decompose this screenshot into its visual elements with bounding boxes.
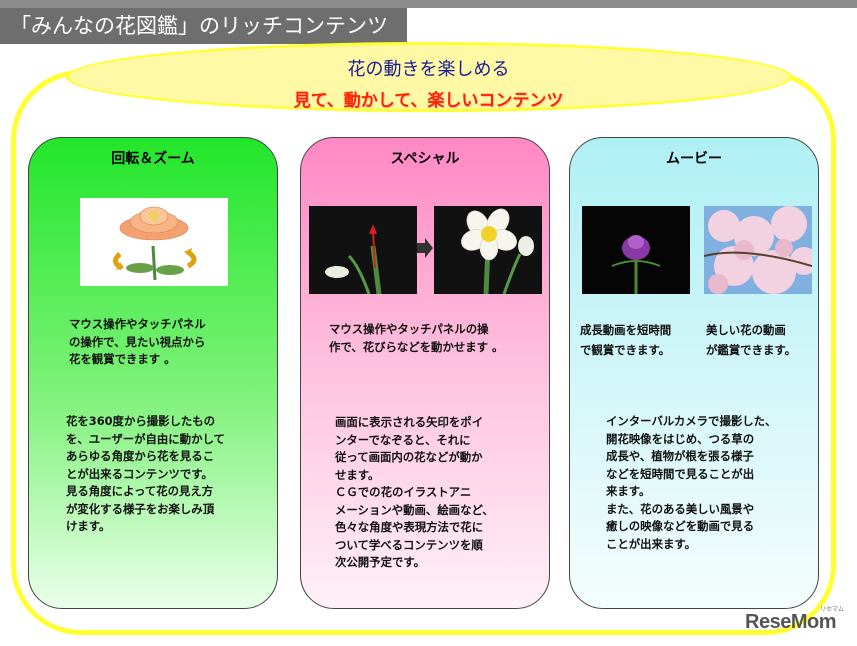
arrow-right-icon bbox=[417, 238, 433, 258]
card-caption: マウス操作やタッチパネル の操作で、見たい視点から 花を観賞できます 。 bbox=[69, 317, 206, 366]
card-title: スペシャル bbox=[390, 151, 460, 167]
flower-rotate-image bbox=[80, 198, 228, 286]
cherry-blossom-image bbox=[704, 206, 812, 294]
banner-title: 花の動きを楽しめる bbox=[347, 59, 510, 80]
card-caption-left: 成長動画を短時間 で観賞できます。 bbox=[580, 323, 672, 357]
bud-timelapse-image bbox=[582, 206, 690, 294]
resemom-logo-kana: リセマム bbox=[820, 606, 845, 613]
card-movie: ムービー 成長動画を短時間 で観賞できます。 美しい花の動画 が鑑賞できます。 … bbox=[569, 137, 819, 609]
card-body: インターバルカメラで撮影した、 開花映像をはじめ、つる草の 成長や、植物が根を張… bbox=[606, 414, 777, 551]
banner-subtitle: 見て、動かして、楽しいコンテンツ bbox=[293, 91, 564, 111]
resemom-logo: ReseMom bbox=[745, 611, 836, 633]
card-special: スペシャル マウス操作やタッチパネルの操 作で、花びらなどを動かせ bbox=[300, 137, 550, 609]
card-title: ムービー bbox=[666, 151, 722, 167]
card-rotate-zoom: 回転＆ズーム マウス操作やタッチパネル の操作で、見たい視点から 花を観賞できま… bbox=[28, 137, 278, 609]
page-title: 「みんなの花図鑑」のリッチコンテンツ bbox=[0, 8, 407, 44]
card-caption: マウス操作やタッチパネルの操 作で、花びらなどを動かせます 。 bbox=[329, 322, 504, 354]
narcissus-before-image bbox=[309, 206, 417, 294]
header-rule bbox=[0, 0, 857, 8]
card-body: 画面に表示される矢印をポイ ンターでなぞると、それに 従って画面内の花などが動か… bbox=[335, 415, 494, 569]
narcissus-after-image bbox=[434, 206, 542, 294]
card-title: 回転＆ズーム bbox=[111, 151, 195, 167]
card-caption-right: 美しい花の動画 が鑑賞できます。 bbox=[706, 323, 796, 357]
banner-ellipse bbox=[66, 42, 792, 112]
card-body: 花を360度から撮影したもの を、ユーザーが自由に動かして あらゆる角度から花を… bbox=[66, 414, 225, 533]
